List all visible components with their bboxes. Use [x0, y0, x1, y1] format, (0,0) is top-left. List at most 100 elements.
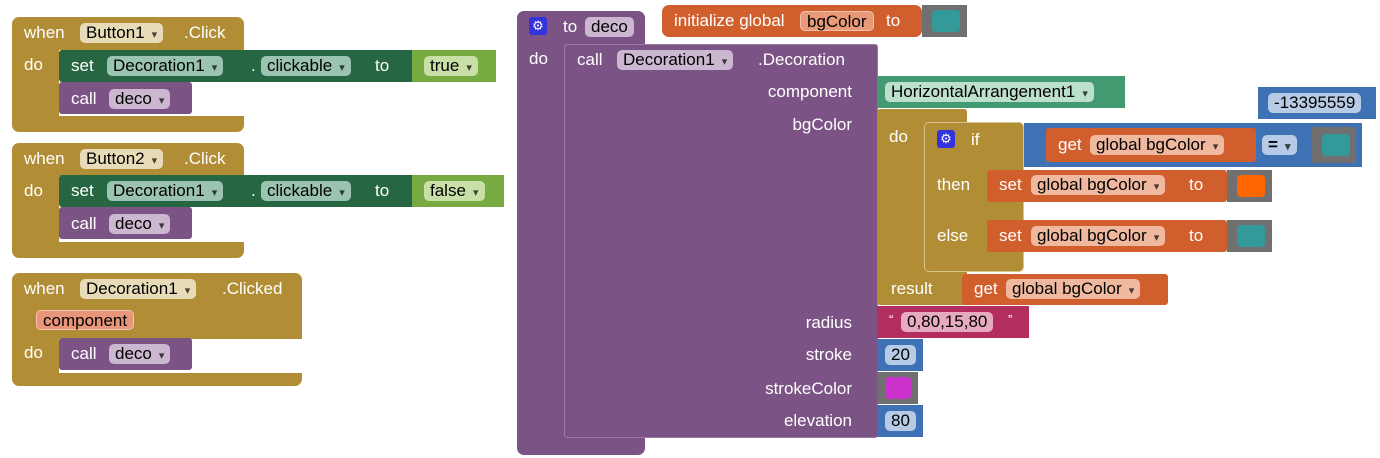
if-keyword: if: [971, 130, 980, 149]
event-name: .Click: [184, 149, 226, 168]
set-clickable-block[interactable]: set Decoration1 . clickable to: [59, 175, 419, 207]
procedure-name-field[interactable]: deco: [585, 17, 634, 37]
do-keyword: do: [24, 181, 43, 200]
variable-dropdown[interactable]: global bgColor: [1031, 226, 1166, 246]
when-keyword: when: [24, 149, 65, 168]
number-block[interactable]: 80: [877, 405, 923, 437]
dot: .: [251, 181, 256, 200]
call-keyword: call: [71, 89, 97, 108]
arg-label-component: component: [767, 82, 852, 101]
call-deco-block[interactable]: call deco: [59, 338, 192, 370]
get-variable-block[interactable]: get global bgColor: [962, 274, 1168, 305]
to-keyword: to: [1189, 226, 1204, 245]
arg-label-bgcolor: bgColor: [792, 115, 852, 134]
set-variable-block[interactable]: set global bgColor to: [987, 170, 1227, 202]
set-keyword: set: [71, 181, 94, 200]
call-keyword: call: [577, 50, 603, 69]
call-keyword: call: [71, 214, 97, 233]
open-quote: “: [889, 312, 894, 327]
set-clickable-block[interactable]: set Decoration1 . clickable to: [59, 50, 419, 82]
number-block[interactable]: -13395559: [1258, 87, 1376, 119]
color-block[interactable]: [877, 372, 918, 404]
get-variable-block[interactable]: get global bgColor: [1046, 128, 1256, 162]
procedure-dropdown[interactable]: deco: [109, 344, 171, 364]
component-dropdown[interactable]: Button1: [80, 23, 164, 43]
variable-dropdown[interactable]: global bgColor: [1090, 135, 1225, 155]
color-swatch[interactable]: [885, 377, 911, 399]
set-keyword: set: [999, 226, 1022, 245]
get-keyword: get: [974, 279, 998, 298]
do-keyword: do: [529, 49, 548, 68]
to-keyword: to: [375, 181, 390, 200]
to-keyword: to: [886, 11, 901, 30]
color-swatch[interactable]: [1322, 134, 1350, 156]
set-keyword: set: [71, 56, 94, 75]
number-field[interactable]: 80: [885, 411, 916, 431]
component-block[interactable]: HorizontalArrangement1: [877, 76, 1125, 108]
event-name: .Clicked: [222, 279, 283, 298]
color-swatch[interactable]: [1237, 225, 1265, 247]
else-keyword: else: [937, 226, 969, 245]
to-keyword: to: [1189, 175, 1204, 194]
result-keyword: result: [891, 279, 933, 298]
component-dropdown[interactable]: Decoration1: [107, 181, 224, 201]
component-dropdown[interactable]: Button2: [80, 149, 164, 169]
get-keyword: get: [1058, 135, 1082, 154]
arg-label-stroke: stroke: [805, 345, 852, 364]
text-block[interactable]: “ 0,80,15,80 ”: [877, 306, 1029, 338]
compare-block[interactable]: get global bgColor =: [1024, 123, 1362, 167]
variable-dropdown[interactable]: global bgColor: [1031, 175, 1166, 195]
method-name: .Decoration: [758, 50, 845, 69]
color-swatch[interactable]: [1237, 175, 1265, 197]
when-keyword: when: [24, 23, 65, 42]
number-field[interactable]: -13395559: [1268, 93, 1362, 113]
dot: .: [251, 56, 256, 75]
boolean-dropdown[interactable]: true: [424, 56, 478, 76]
color-block[interactable]: [1227, 220, 1272, 252]
call-deco-block[interactable]: call deco: [59, 82, 192, 114]
close-quote: ”: [1008, 312, 1013, 327]
then-keyword: then: [937, 175, 971, 194]
when-keyword: when: [24, 279, 65, 298]
call-keyword: call: [71, 344, 97, 363]
color-block[interactable]: [1312, 127, 1356, 163]
color-block[interactable]: [922, 5, 967, 37]
do-keyword: do: [24, 343, 43, 362]
arg-label-radius: radius: [805, 313, 852, 332]
component-dropdown[interactable]: Decoration1: [617, 50, 734, 70]
component-dropdown[interactable]: Decoration1: [80, 279, 197, 299]
number-block[interactable]: 20: [877, 339, 923, 371]
operator-dropdown[interactable]: =: [1262, 135, 1297, 155]
call-deco-block[interactable]: call deco: [59, 207, 192, 239]
do-keyword: do: [889, 127, 908, 146]
boolean-dropdown[interactable]: false: [424, 181, 485, 201]
event-parameter[interactable]: component: [36, 310, 135, 330]
color-swatch[interactable]: [932, 10, 960, 32]
arg-label-strokecolor: strokeColor: [765, 379, 852, 398]
number-field[interactable]: 20: [885, 345, 916, 365]
set-keyword: set: [999, 175, 1022, 194]
do-keyword: do: [24, 55, 43, 74]
procedure-dropdown[interactable]: deco: [109, 89, 171, 109]
initialize-global-block[interactable]: initialize global bgColor to: [662, 5, 922, 37]
property-dropdown[interactable]: clickable: [261, 181, 351, 201]
component-dropdown[interactable]: HorizontalArrangement1: [885, 82, 1094, 102]
variable-dropdown[interactable]: global bgColor: [1006, 279, 1141, 299]
event-name: .Click: [184, 23, 226, 42]
call-decoration-method-block[interactable]: call Decoration1 .Decoration component b…: [564, 44, 878, 438]
property-dropdown[interactable]: clickable: [261, 56, 351, 76]
arg-label-elevation: elevation: [783, 411, 852, 430]
initialize-global-keyword: initialize global: [674, 11, 785, 30]
color-block[interactable]: [1227, 170, 1272, 202]
text-field[interactable]: 0,80,15,80: [901, 312, 994, 332]
variable-name-field[interactable]: bgColor: [800, 11, 874, 31]
to-keyword: to: [563, 17, 578, 36]
gear-icon[interactable]: ⚙: [937, 130, 955, 148]
component-dropdown[interactable]: Decoration1: [107, 56, 224, 76]
boolean-true-block[interactable]: true: [412, 50, 496, 82]
to-keyword: to: [375, 56, 390, 75]
boolean-false-block[interactable]: false: [412, 175, 504, 207]
procedure-dropdown[interactable]: deco: [109, 214, 171, 234]
gear-icon[interactable]: ⚙: [529, 17, 547, 35]
set-variable-block[interactable]: set global bgColor to: [987, 220, 1227, 252]
